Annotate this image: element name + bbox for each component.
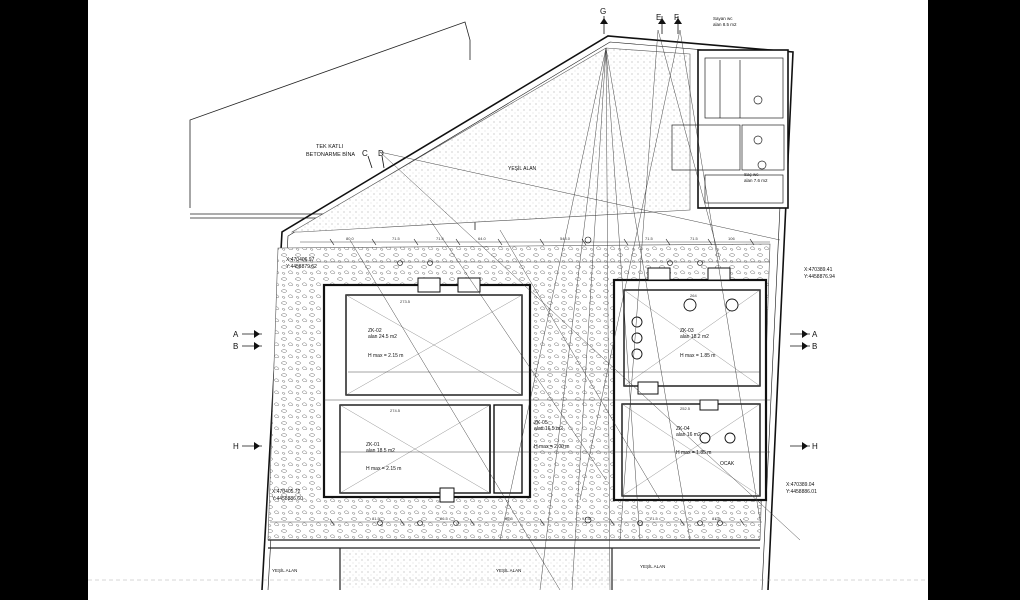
- section-mark-b-left: B: [233, 342, 238, 351]
- coord-ne-y: Y:4458876.94: [804, 274, 835, 280]
- neighbor-building-label-1: TEK KATLI: [316, 144, 344, 150]
- room-zk05-code: ZK-05: [534, 420, 548, 426]
- coord-nw-x: X:470406.97: [286, 257, 315, 263]
- svg-text:544.0: 544.0: [560, 236, 571, 241]
- south-strip: [268, 539, 760, 590]
- room-zk02-area: alan 24.5 m2: [368, 334, 397, 340]
- room-zk02-height: H max = 2.15 m: [368, 353, 403, 359]
- jar-circles: [631, 298, 739, 444]
- building-left: [322, 283, 532, 499]
- coord-nw-y: Y:4458879.62: [286, 264, 317, 270]
- svg-text:81.5: 81.5: [372, 516, 381, 521]
- room-zk01-height: H max = 2.15 m: [366, 466, 401, 472]
- coord-se-y: Y:4458886.01: [786, 489, 817, 495]
- south-green-area: [342, 550, 610, 588]
- survey-lines: [270, 29, 801, 591]
- section-mark-a-left: A: [233, 330, 239, 339]
- room-zk04-height: H max = 1.85 m: [676, 450, 711, 456]
- coord-sw-x: X:470405.72: [272, 489, 301, 495]
- dimension-numbers: 80.0 71.5 71.5 64.0 544.0 71.5 71.5 106 81.5…: [346, 236, 735, 521]
- green-area-south-label-1: YEŞİL ALAN: [272, 567, 297, 573]
- svg-text:80.0: 80.0: [346, 236, 355, 241]
- section-mark-g: G: [600, 7, 606, 16]
- svg-text:264: 264: [690, 293, 697, 298]
- section-mark-b-right: B: [812, 342, 817, 351]
- green-area-south-label-3: YEŞİL ALAN: [640, 563, 665, 569]
- svg-text:71.5: 71.5: [436, 236, 445, 241]
- svg-text:273.5: 273.5: [400, 299, 411, 304]
- svg-text:64.0: 64.0: [478, 236, 487, 241]
- room-zk03-code: ZK-03: [680, 328, 694, 334]
- room-zk01-area: alan 18.5 m2: [366, 448, 395, 454]
- svg-text:96.5: 96.5: [505, 516, 514, 521]
- svg-text:274.5: 274.5: [390, 408, 401, 413]
- svg-text:71.5: 71.5: [392, 236, 401, 241]
- wc-mid-area: alan 7.6 m2: [744, 178, 768, 183]
- wc-block: [697, 49, 789, 209]
- coord-ne-x: X:470389.41: [804, 267, 833, 273]
- svg-text:252.5: 252.5: [680, 406, 691, 411]
- svg-text:81.5: 81.5: [712, 516, 721, 521]
- room-zk03-height: H max = 1.85 m: [680, 353, 715, 359]
- room-zk02-code: ZK-02: [368, 328, 382, 334]
- level-markers: [377, 236, 723, 526]
- room-zk04-area: alan 16 m2: [676, 432, 701, 438]
- section-mark-d: D: [378, 149, 384, 158]
- svg-text:96.5: 96.5: [440, 516, 449, 521]
- neighbor-building-label-2: BETONARME BİNA: [306, 151, 355, 158]
- section-mark-a-right: A: [812, 330, 818, 339]
- wc-top-title: Sayan wc: [713, 16, 733, 21]
- room-zk05-height: H max = 2.00 m: [534, 444, 569, 450]
- section-mark-h-left: H: [233, 442, 239, 451]
- svg-text:106: 106: [728, 236, 735, 241]
- section-mark-f: F: [674, 13, 679, 22]
- green-area-north-label: YEŞİL ALAN: [508, 165, 537, 172]
- wc-top-area: alan 8.5 m2: [713, 22, 737, 27]
- section-mark-h-right: H: [812, 442, 818, 451]
- room-zk03-area: alan 18.2 m2: [680, 334, 709, 340]
- room-zk05-area: alan 16.5 m2: [534, 426, 563, 432]
- room-zk01-code: ZK-01: [366, 442, 380, 448]
- coord-se-x: X:470389.04: [786, 482, 815, 488]
- svg-text:71.5: 71.5: [645, 236, 654, 241]
- green-area-south-label-2: YEŞİL ALAN: [496, 567, 521, 573]
- dimension-ticks: [329, 238, 755, 526]
- north-green-area: [290, 47, 691, 233]
- section-arrowheads: [254, 18, 808, 450]
- section-mark-c: C: [362, 149, 368, 158]
- svg-text:71.5: 71.5: [690, 236, 699, 241]
- svg-text:91.5: 91.5: [582, 516, 591, 521]
- ocak-label: OCAK: [720, 461, 735, 467]
- svg-text:71.5: 71.5: [650, 516, 659, 521]
- section-mark-e: E: [656, 13, 661, 22]
- wc-mid-title: Saç wc: [744, 172, 759, 177]
- room-zk04-code: ZK-04: [676, 426, 690, 432]
- coord-sw-y: Y:4458886.60: [272, 496, 303, 502]
